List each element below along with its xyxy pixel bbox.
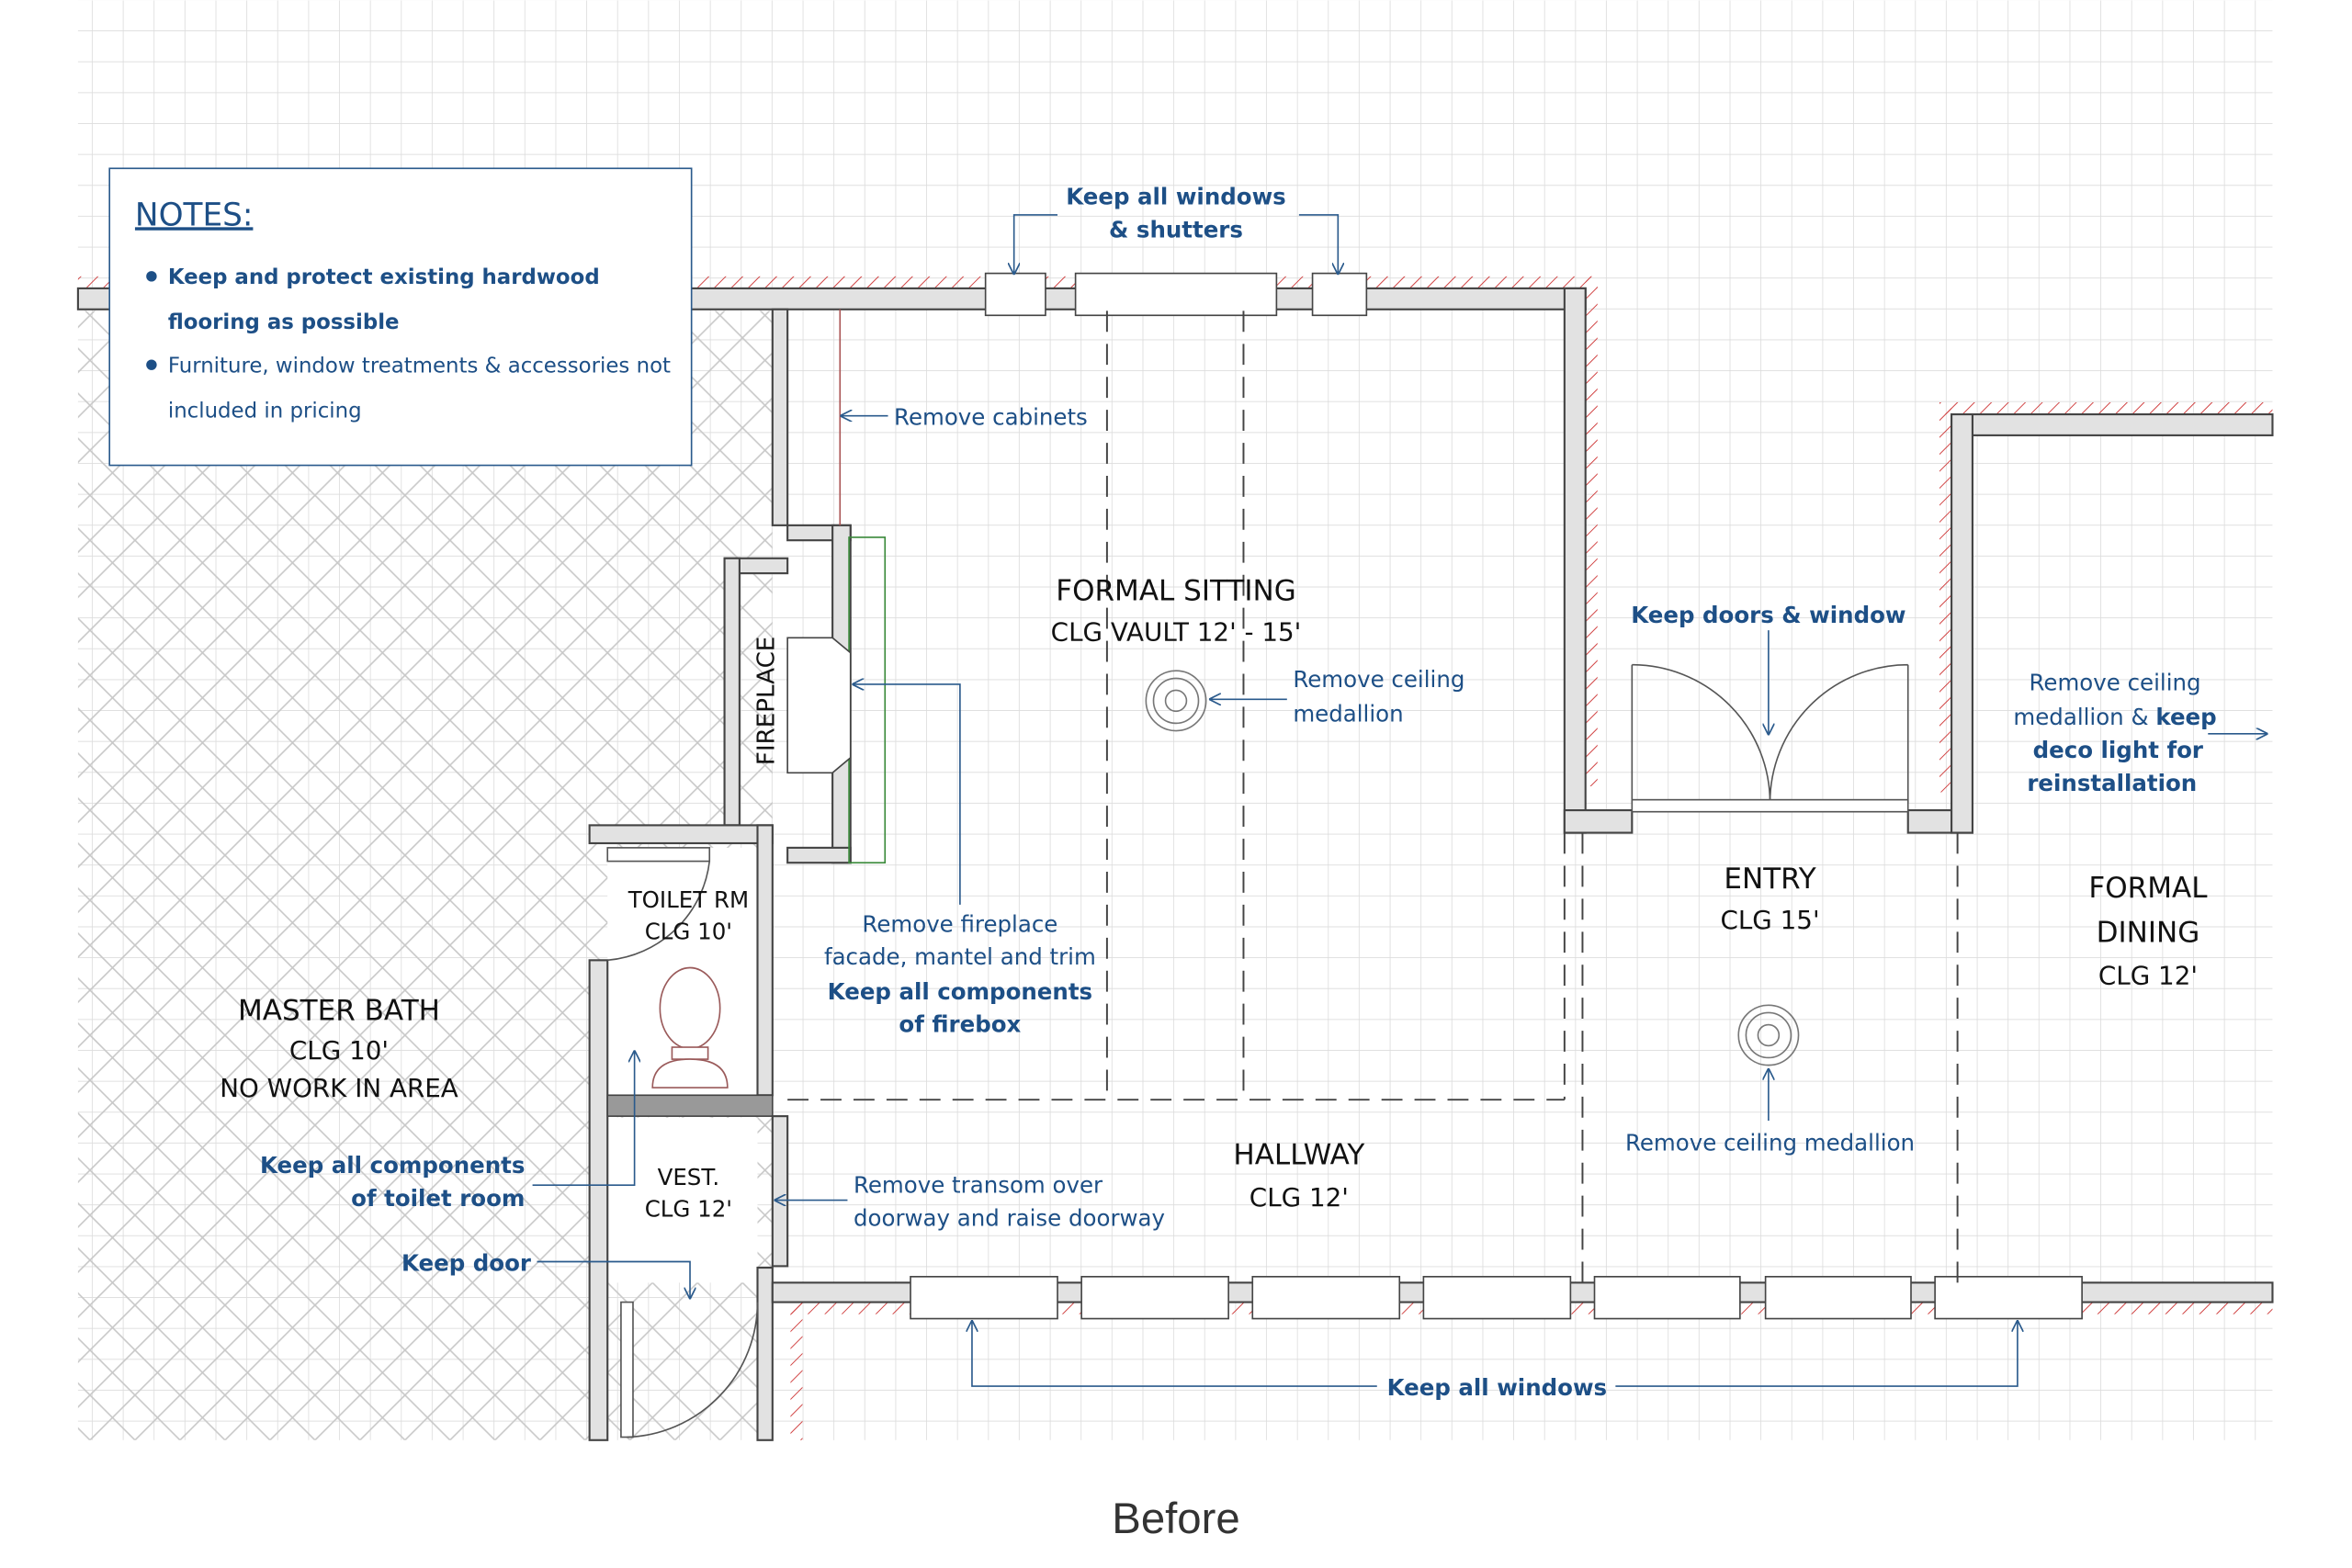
room-hallway-ceiling: CLG 12' xyxy=(1250,1182,1349,1213)
room-formal-dining-2: DINING xyxy=(2097,917,2200,950)
room-formal-sitting-ceiling: CLG VAULT 12' - 15' xyxy=(1051,617,1302,648)
annotation-toilet-room-1: Keep all components xyxy=(260,1152,525,1179)
annotation-transom-1: Remove transom over xyxy=(854,1171,1103,1198)
annotation-keep-doors-window: Keep doors & window xyxy=(1631,602,1905,628)
bottom-windows xyxy=(910,1276,2083,1320)
leader-lines xyxy=(532,214,2268,1387)
annotation-dining-3: deco light for xyxy=(2033,737,2203,763)
annotation-dining-4: reinstallation xyxy=(2027,770,2197,796)
room-toilet-ceiling: CLG 10' xyxy=(645,918,732,944)
annotation-remove-medallion-1: Remove ceiling xyxy=(1293,666,1464,693)
annotation-fireplace-4: of firebox xyxy=(899,1011,1021,1038)
annotation-transom-2: doorway and raise doorway xyxy=(854,1204,1165,1231)
annotation-toilet-room-2: of toilet room xyxy=(351,1185,525,1212)
annotation-fireplace-2: facade, mantel and trim xyxy=(824,943,1096,970)
note-1-line-1: Keep and protect existing hardwood xyxy=(168,265,600,289)
room-formal-dining-ceiling: CLG 12' xyxy=(2098,960,2198,990)
room-vest-ceiling: CLG 12' xyxy=(645,1196,732,1223)
room-vest: VEST. xyxy=(658,1164,720,1190)
annotation-keep-windows-2: & shutters xyxy=(1109,216,1243,243)
room-toilet: TOILET RM xyxy=(628,886,749,913)
room-master-bath: MASTER BATH xyxy=(238,995,440,1028)
room-formal-dining-1: FORMAL xyxy=(2088,872,2208,905)
annotation-keep-door: Keep door xyxy=(401,1249,531,1276)
ceiling-medallion-entry xyxy=(1737,1004,1800,1066)
entry-doors xyxy=(1631,663,1909,813)
annotation-fireplace-3: Keep all components xyxy=(828,978,1092,1005)
annotation-remove-cabinets: Remove cabinets xyxy=(894,403,1088,430)
note-1-line-2: flooring as possible xyxy=(168,310,400,334)
room-fireplace: FIREPLACE xyxy=(752,637,780,765)
caption: Before xyxy=(1112,1495,1239,1543)
annotations: Keep all windows & shutters Remove cabin… xyxy=(260,183,2217,1400)
toilet-icon xyxy=(651,966,729,1089)
annotation-dining-1: Remove ceiling xyxy=(2030,669,2201,695)
room-labels: FORMAL SITTING CLG VAULT 12' - 15' ENTRY… xyxy=(220,574,2208,1222)
note-2-line-2: included in pricing xyxy=(168,399,362,423)
annotation-dining-2: medallion & keep xyxy=(2013,704,2216,730)
ceiling-lines xyxy=(787,310,1959,1283)
room-master-bath-ceiling: CLG 10' xyxy=(289,1035,389,1066)
annotation-keep-windows-1: Keep all windows xyxy=(1066,183,1285,209)
ceiling-medallion-sitting xyxy=(1145,670,1207,732)
room-master-bath-note: NO WORK IN AREA xyxy=(220,1073,458,1103)
interior-doors xyxy=(606,847,759,1438)
room-entry: ENTRY xyxy=(1724,863,1815,896)
room-hallway: HALLWAY xyxy=(1233,1138,1364,1171)
annotation-keep-all-windows: Keep all windows xyxy=(1387,1374,1607,1401)
note-2-line-1: Furniture, window treatments & accessori… xyxy=(168,354,671,378)
annotation-remove-medallion-2: medallion xyxy=(1293,701,1403,728)
annotation-entry-medallion: Remove ceiling medallion xyxy=(1625,1130,1915,1156)
room-entry-ceiling: CLG 15' xyxy=(1720,905,1819,935)
notes-title: NOTES: xyxy=(135,197,253,233)
top-windows xyxy=(984,272,1368,317)
room-formal-sitting: FORMAL SITTING xyxy=(1056,574,1295,607)
notes-box: NOTES: Keep and protect existing hardwoo… xyxy=(108,167,693,467)
annotation-fireplace-1: Remove fireplace xyxy=(862,910,1057,937)
